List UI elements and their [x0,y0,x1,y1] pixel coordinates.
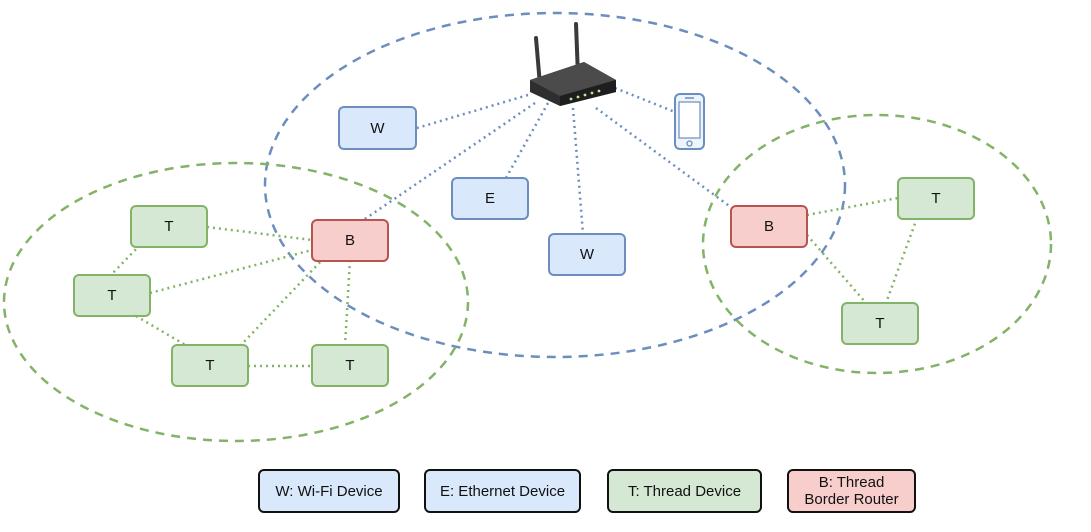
link-b-right-t6 [806,234,867,304]
ethernet-device-node: E [451,177,529,220]
thread-device-node: T [171,344,249,387]
legend-border-router: B: Thread Border Router [787,469,916,513]
thread-links [109,196,919,368]
thread-network-right-boundary [701,113,1053,375]
thread-device-node: T [311,344,389,387]
link-b-right-t5 [806,196,899,217]
link-router-wifi-2 [571,107,585,235]
link-router-border-router-left [361,101,536,223]
link-t3-b-left [239,259,323,347]
legend-ethernet-device: E: Ethernet Device [424,469,581,513]
link-router-ethernet [504,102,550,179]
link-t4-b-left [343,259,352,347]
thread-network-left-boundary [2,161,470,443]
wifi-device-node: W [548,233,626,276]
legend-border-router-line1: B: Thread [818,474,885,491]
wifi-device-node: W [338,106,417,150]
link-t1-t2 [109,244,141,277]
wifi-links [361,86,733,235]
border-router-node-right: B [730,205,808,248]
wifi-network-boundary [263,11,847,359]
link-router-wifi-1 [416,93,529,130]
thread-device-node: T [73,274,151,317]
legend-thread-device: T: Thread Device [607,469,762,513]
link-router-phone [614,86,676,114]
phone-icon [674,93,705,150]
thread-device-node: T [897,177,975,220]
link-t2-t3 [135,314,188,348]
legend-wifi-device: W: Wi-Fi Device [258,469,400,513]
thread-device-node: T [130,205,208,248]
link-t5-t6 [884,217,919,304]
link-router-border-router-right [595,106,733,210]
legend-border-router-line2: Border Router [804,491,899,508]
thread-device-node: T [841,302,919,345]
link-t2-b-left [149,248,313,295]
router-icon [530,22,616,106]
link-t1-b-left [206,225,313,242]
border-router-node-left: B [311,219,389,262]
